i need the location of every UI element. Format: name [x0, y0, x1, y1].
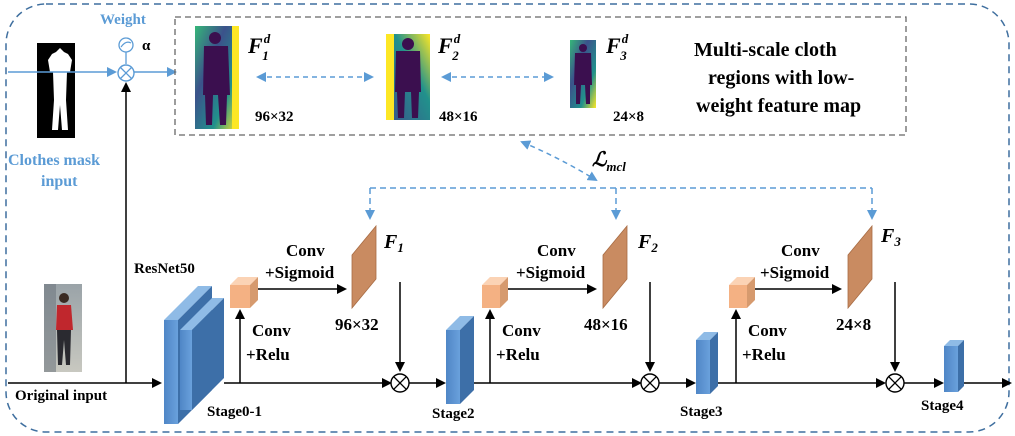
f3-size: 24×8 — [836, 315, 871, 334]
f1-feature-map — [351, 224, 377, 310]
f2-feature-map — [602, 224, 628, 310]
loss-bracket — [365, 187, 877, 220]
f2-size: 48×16 — [584, 315, 628, 334]
original-input-image — [44, 284, 82, 372]
multiscale-desc-2: regions with low- — [708, 67, 854, 89]
stage3-label: Stage3 — [680, 404, 723, 420]
branch3-relu-conv-label: Conv — [748, 321, 787, 340]
stage4-label: Stage4 — [921, 398, 964, 414]
f2-label: F2 — [637, 231, 658, 255]
branch2-sigmoid-label: +Sigmoid — [516, 263, 586, 282]
stage2-label: Stage2 — [432, 406, 475, 422]
branch1-relu-conv-label: Conv — [252, 321, 291, 340]
branch3-relu-label: +Relu — [742, 345, 786, 364]
stage2-block — [446, 316, 474, 404]
multiscale-desc-1: Multi-scale cloth — [694, 39, 837, 61]
stage0-1-block — [164, 286, 224, 424]
branch1-multiply-icon — [390, 373, 410, 393]
clothes-mask-label-1: Clothes mask — [8, 152, 100, 169]
f3d-size: 24×8 — [613, 109, 644, 125]
f1d-size: 96×32 — [255, 109, 294, 125]
f1d-heatmap — [195, 26, 239, 129]
original-input-label: Original input — [15, 388, 107, 404]
f2d-size: 48×16 — [439, 109, 478, 125]
clothes-mask-label-2: input — [41, 173, 78, 190]
branch3-conv-label: Conv — [781, 241, 820, 260]
weight-gauge-icon — [118, 37, 134, 53]
stage3-block — [696, 332, 718, 394]
branch3-sigmoid-label: +Sigmoid — [760, 263, 830, 282]
stage4-block — [944, 340, 964, 392]
f3-label: F3 — [880, 225, 901, 249]
f2d-heatmap — [386, 34, 430, 120]
multiscale-desc-3: weight feature map — [696, 95, 861, 117]
branch1-conv-cube — [230, 277, 258, 308]
branch1-sigmoid-label: +Sigmoid — [265, 263, 335, 282]
weight-multiply-icon — [117, 64, 135, 82]
branch2-relu-label: +Relu — [496, 345, 540, 364]
loss-label: ℒmcl — [592, 149, 626, 174]
loss-curve-arrow — [520, 140, 598, 182]
f3-feature-map — [847, 224, 873, 310]
branch2-conv-label: Conv — [537, 241, 576, 260]
branch2-multiply-icon — [640, 373, 660, 393]
branch1-conv-label: Conv — [286, 241, 325, 260]
branch3-conv-cube — [729, 277, 755, 308]
weight-label: Weight — [100, 12, 146, 28]
outer-frame — [5, 3, 1010, 433]
alpha-label: α — [142, 38, 151, 54]
branch2-relu-conv-label: Conv — [502, 321, 541, 340]
branch2-conv-cube — [482, 277, 508, 308]
branch3-multiply-icon — [885, 373, 905, 393]
stage0-1-label: Stage0-1 — [207, 404, 262, 420]
clothes-mask-image — [37, 43, 75, 138]
branch1-relu-label: +Relu — [246, 345, 290, 364]
f1-size: 96×32 — [335, 315, 379, 334]
f3d-heatmap — [570, 40, 596, 108]
resnet-label: ResNet50 — [134, 261, 195, 277]
f1-label: F1 — [383, 231, 404, 255]
multiscale-box — [174, 16, 907, 136]
